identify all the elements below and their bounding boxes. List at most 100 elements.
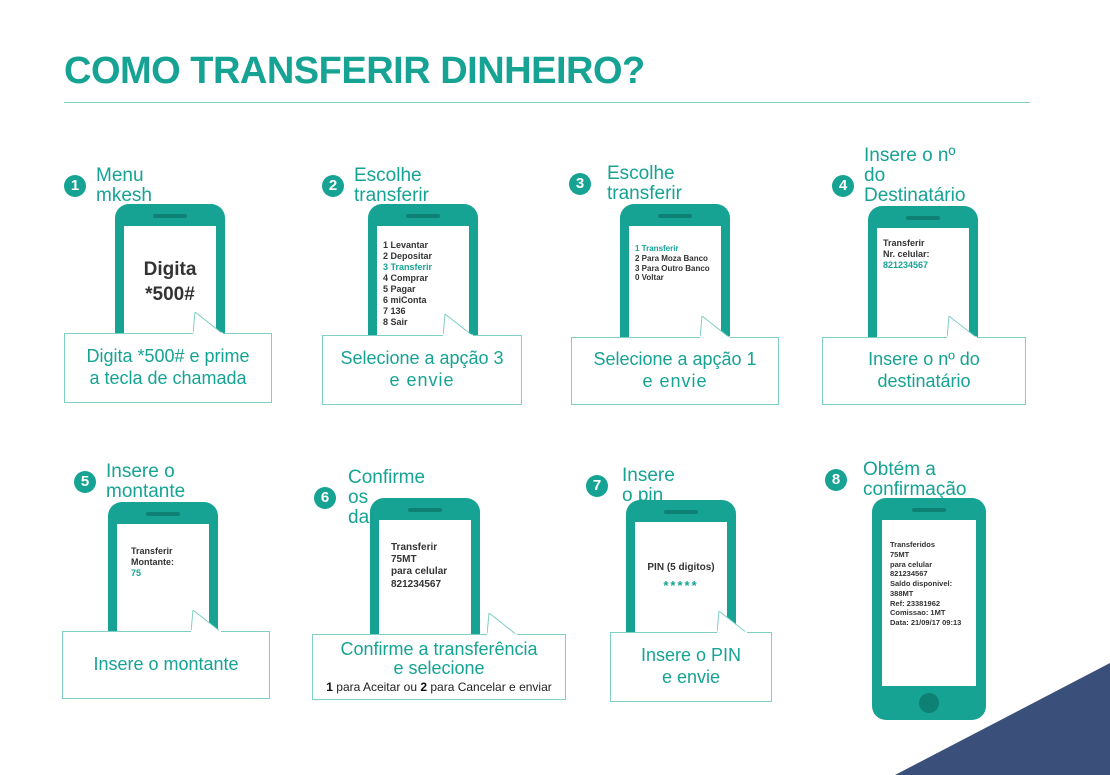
phone-speaker bbox=[664, 510, 698, 514]
screen-line: 821234567 bbox=[890, 569, 928, 579]
screen-line: Transferir bbox=[391, 542, 438, 553]
phone-home-button bbox=[919, 693, 939, 713]
bubble-text: Selecione a apção 3 bbox=[340, 348, 504, 369]
screen-line: para celular bbox=[391, 566, 448, 578]
step-title: Escolhe transferir bbox=[607, 163, 682, 204]
bubble-tail bbox=[191, 610, 221, 632]
bubble-tail bbox=[717, 611, 747, 633]
menu-option: 0 Voltar bbox=[635, 273, 664, 283]
title-divider bbox=[64, 102, 1030, 103]
screen-line: Transferidos bbox=[890, 540, 936, 549]
instruction-bubble: Confirme a transferência e selecione 1 p… bbox=[312, 613, 566, 700]
screen-line: Ref: 23381962 bbox=[890, 598, 941, 608]
step-number: 2 bbox=[322, 174, 344, 197]
screen-line: 75MT bbox=[890, 549, 910, 559]
phone-illustration: Transferidos 75MT para celular 821234567… bbox=[872, 498, 986, 720]
screen-line: para celular bbox=[890, 559, 933, 569]
bubble-text: Insere o nº do bbox=[868, 349, 980, 370]
bubble-tail bbox=[443, 314, 473, 336]
menu-option: 5 Pagar bbox=[383, 283, 416, 294]
step-5-header: 5 Insere o montante bbox=[74, 462, 185, 502]
bubble-text: Insere o PIN bbox=[640, 645, 742, 666]
screen-line: 388MT bbox=[890, 588, 914, 598]
bubble-text: Selecione a apção 1 bbox=[593, 349, 757, 370]
bubble-text: e envie bbox=[661, 667, 721, 687]
bubble-tail bbox=[947, 316, 977, 338]
corner-decoration bbox=[895, 663, 1110, 775]
screen-line: Saldo disponivel: bbox=[890, 579, 953, 588]
menu-option-selected: 1 Transferir bbox=[635, 244, 679, 253]
step-number: 6 bbox=[314, 486, 336, 509]
menu-option: 1 Levantar bbox=[383, 240, 429, 250]
bubble-text: destinatário bbox=[877, 371, 971, 391]
menu-option: 2 Depositar bbox=[383, 250, 433, 261]
bubble-note: 1 para Aceitar ou 2 para Cancelar e envi… bbox=[326, 680, 552, 694]
bubble-text: Confirme a transferência bbox=[340, 638, 538, 659]
instruction-bubble: Selecione a apção 3 e envie bbox=[322, 314, 522, 405]
screen-line: Digita bbox=[143, 259, 197, 280]
instruction-bubble: Insere o nº do destinatário bbox=[822, 316, 1026, 405]
step-4-header: 4 Insere o nº do Destinatário bbox=[832, 146, 965, 206]
phone-speaker bbox=[408, 508, 442, 512]
step-title: Insere o nº do Destinatário bbox=[864, 145, 966, 206]
step-2-header: 2 Escolhe transferir bbox=[322, 166, 429, 206]
screen-line: Comissao: 1MT bbox=[890, 608, 946, 618]
bubble-tail bbox=[700, 316, 730, 338]
bubble-text: Digita *500# e prime bbox=[86, 346, 250, 367]
screen-line: Data: 21/09/17 09:13 bbox=[890, 618, 962, 627]
screen-line: Montante: bbox=[131, 556, 174, 567]
step-3-header: 3 Escolhe transferir bbox=[569, 164, 682, 204]
step-number: 3 bbox=[569, 172, 591, 195]
menu-option: 3 Para Outro Banco bbox=[635, 263, 710, 273]
screen-line: Nr. celular: bbox=[883, 248, 930, 259]
phone-speaker bbox=[912, 508, 946, 512]
bubble-text: e envie bbox=[389, 370, 455, 390]
step-title: Insere o montante bbox=[106, 461, 186, 502]
bubble-tail bbox=[193, 312, 223, 334]
step-title: Obtém a confirmação bbox=[863, 459, 967, 500]
instruction-bubble: Digita *500# e prime a tecla de chamada bbox=[64, 312, 272, 403]
step-number: 5 bbox=[74, 470, 96, 493]
bubble-tail bbox=[487, 613, 517, 635]
instruction-bubble: Insere o PIN e envie bbox=[610, 611, 772, 702]
menu-option: 2 Para Moza Banco bbox=[635, 253, 708, 263]
step-number: 8 bbox=[825, 468, 847, 491]
phone-speaker bbox=[406, 214, 440, 218]
screen-line: Transferir bbox=[883, 238, 925, 248]
bubble-text: Insere o montante bbox=[93, 654, 239, 675]
step-number: 4 bbox=[832, 174, 854, 197]
step-title: Escolhe transferir bbox=[354, 165, 429, 206]
bubble-text: e envie bbox=[642, 371, 708, 391]
pin-mask: ***** bbox=[663, 578, 699, 594]
option-accept-number: 1 bbox=[326, 679, 333, 694]
menu-option: 8 Sair bbox=[383, 316, 408, 327]
screen-line: Transferir bbox=[131, 546, 173, 556]
option-cancel-number: 2 bbox=[420, 679, 428, 694]
menu-option: 4 Comprar bbox=[383, 272, 429, 283]
page-title: COMO TRANSFERIR DINHEIRO? bbox=[64, 50, 645, 92]
bubble-text: e selecione bbox=[393, 657, 485, 678]
step-number: 7 bbox=[586, 474, 608, 497]
screen-line-value: 75 bbox=[131, 567, 142, 578]
step-title: Menu mkesh bbox=[96, 165, 152, 206]
phone-speaker bbox=[153, 214, 187, 218]
screen-line-value: 821234567 bbox=[883, 259, 929, 270]
step-8-header: 8 Obtém a confirmação bbox=[825, 459, 967, 500]
screen-line: 821234567 bbox=[391, 578, 442, 590]
phone-speaker bbox=[658, 214, 692, 218]
phone-speaker bbox=[146, 512, 180, 516]
menu-option-selected: 3 Transferir bbox=[383, 261, 433, 272]
bubble-text: a tecla de chamada bbox=[89, 368, 247, 388]
screen-line: 75MT bbox=[391, 554, 417, 566]
note-text: para Aceitar ou bbox=[332, 679, 421, 694]
menu-option: 7 136 bbox=[383, 305, 406, 316]
instruction-bubble: Insere o montante bbox=[62, 610, 270, 699]
phone-screen: Transferidos 75MT para celular 821234567… bbox=[882, 520, 976, 686]
instruction-bubble: Selecione a apção 1 e envie bbox=[571, 316, 779, 405]
note-text: para Cancelar e enviar bbox=[427, 679, 552, 694]
phone-speaker bbox=[906, 216, 940, 220]
step-number: 1 bbox=[64, 174, 86, 197]
screen-line: *500# bbox=[145, 283, 195, 305]
pin-label: PIN (5 digitos) bbox=[647, 562, 715, 573]
menu-option: 6 miConta bbox=[383, 294, 427, 305]
